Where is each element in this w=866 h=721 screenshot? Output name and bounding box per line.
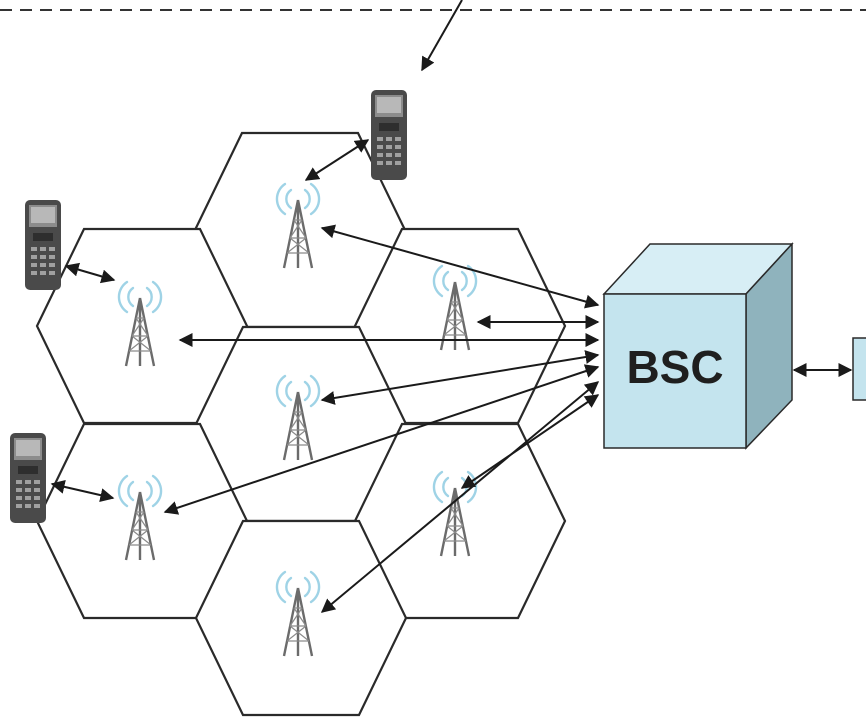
mobile-phone-icon xyxy=(25,200,61,290)
phone-tower-link xyxy=(304,139,370,181)
tower-bsc-link xyxy=(320,381,600,613)
tower-bsc-link xyxy=(320,224,600,309)
incoming-arrow xyxy=(421,0,463,72)
bsc-cube-icon: BSC xyxy=(602,242,794,450)
phone-tower-link xyxy=(64,262,116,284)
phone-tower-link xyxy=(50,479,115,503)
bsc-front-face xyxy=(603,293,747,449)
bsc-label: BSC xyxy=(626,341,723,393)
next-network-element xyxy=(852,337,866,401)
mobile-phone-icon xyxy=(371,90,407,180)
mobile-phone-icon xyxy=(10,433,46,523)
